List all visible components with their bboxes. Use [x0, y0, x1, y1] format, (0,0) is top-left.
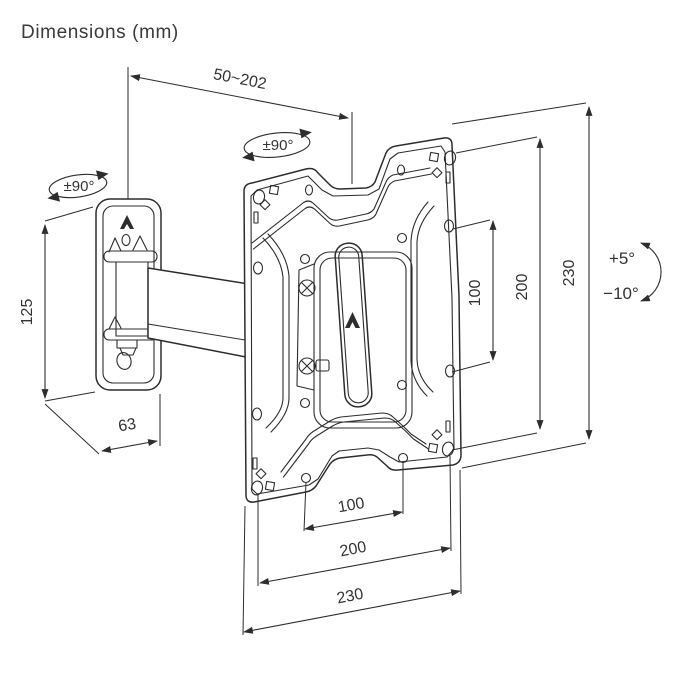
up-arrow-icon	[345, 312, 360, 328]
wall-plate-hole-top	[121, 233, 131, 247]
tilt-down-label: −10°	[603, 284, 639, 303]
tilt-up-label: +5°	[609, 249, 635, 268]
screw-icon	[298, 357, 316, 375]
centre-slot	[334, 242, 373, 408]
dimension-plate-width-230: 230	[242, 469, 462, 636]
vesa-holes	[250, 150, 457, 496]
dim-label-v100: 100	[467, 280, 484, 307]
dimension-wall-plate-height: 125	[19, 206, 96, 402]
dimension-vertical-200: 200	[451, 136, 544, 451]
dimension-vertical-100: 100	[451, 219, 497, 373]
dimension-plate-height-230: 230	[451, 102, 593, 469]
dimension-horizontal-200: 200	[257, 455, 452, 586]
page-title: Dimensions (mm)	[21, 22, 179, 43]
vesa-plate	[243, 137, 462, 503]
tilt-annotation: +5° −10°	[603, 242, 662, 303]
dim-label-wall-width: 63	[117, 416, 138, 436]
dim-label-arm-extension: 50~202	[212, 66, 268, 93]
plate-swivel-annotation: ±90°	[242, 128, 312, 162]
plate-slot-bands	[251, 167, 435, 478]
dim-label-v200: 200	[514, 274, 531, 301]
dim-label-h200: 200	[338, 539, 368, 561]
dimension-wall-plate-width: 63	[44, 394, 161, 455]
wall-plate-hole-bottom	[116, 352, 132, 370]
dim-label-wall-height: 125	[19, 299, 36, 326]
dimension-horizontal-100: 100	[303, 462, 404, 532]
up-arrow-icon	[120, 215, 134, 229]
dim-label-h100: 100	[337, 495, 366, 516]
tilt-arc-arrow	[640, 242, 662, 302]
wall-swivel-label: ±90°	[64, 178, 95, 195]
corner-cutouts	[252, 151, 451, 492]
screw-icon	[298, 279, 316, 297]
plate-swivel-label: ±90°	[263, 137, 294, 154]
dim-label-plate-width: 230	[335, 586, 365, 608]
wall-swivel-annotation: ±90°	[47, 170, 109, 202]
dim-label-plate-height: 230	[561, 260, 578, 287]
